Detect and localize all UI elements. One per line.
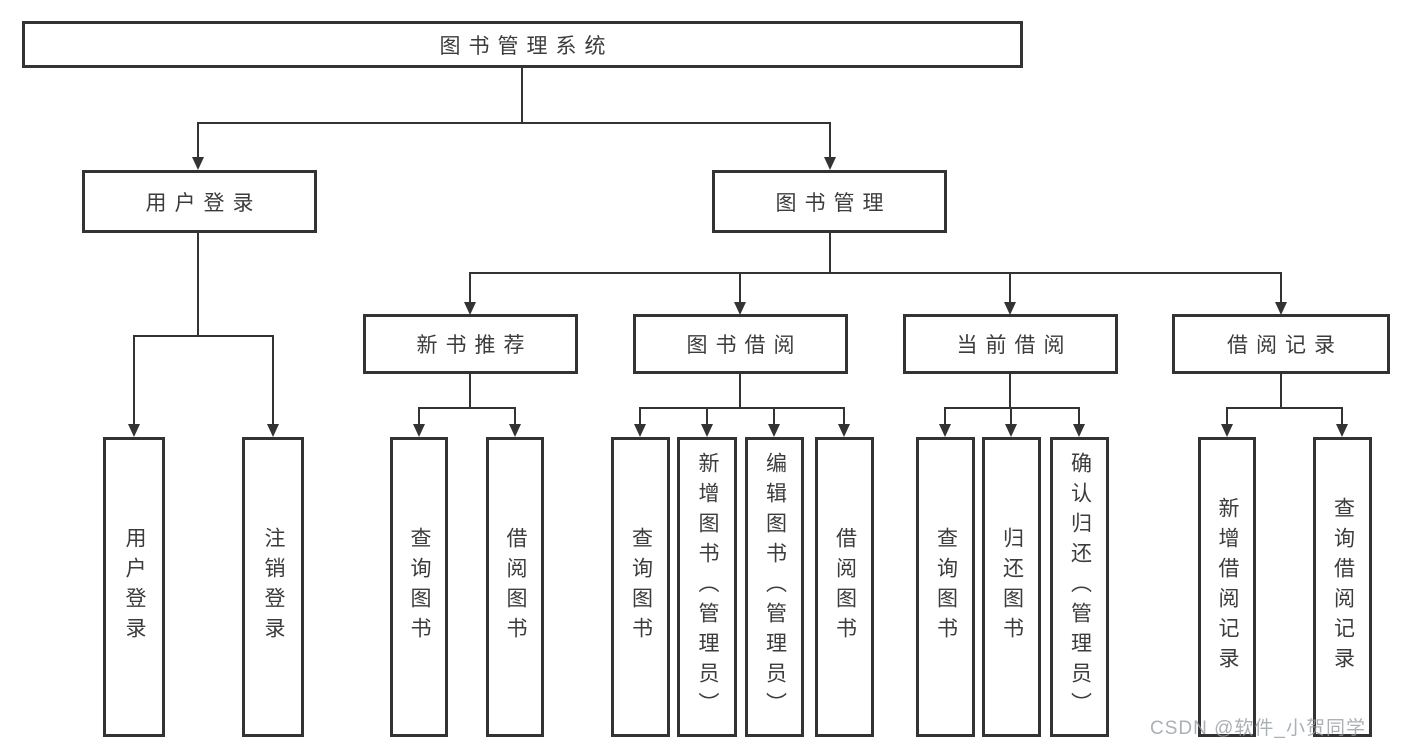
arrow-down-icon (824, 157, 836, 170)
leaf-label: 查询图书 (629, 527, 653, 647)
arrow-down-icon (1275, 302, 1287, 315)
connector-rail (1226, 407, 1343, 409)
leaf-add-books-admin: 新增图书（管理员） (677, 437, 737, 737)
connector-drop (739, 272, 741, 303)
connector-root-rail (198, 122, 831, 124)
connector-drop (639, 407, 641, 427)
node-book-management: 图书管理 (712, 170, 947, 233)
arrow-down-icon (634, 424, 646, 437)
leaf-label: 编辑图书（管理员） (763, 452, 787, 722)
node-library-system: 图书管理系统 (22, 21, 1023, 68)
connector-drop (197, 122, 199, 158)
arrow-down-icon (509, 424, 521, 437)
arrow-down-icon (1073, 424, 1085, 437)
node-borrowing-records: 借阅记录 (1172, 314, 1390, 374)
leaf-confirm-return-admin: 确认归还（管理员） (1050, 437, 1109, 737)
arrow-down-icon (701, 424, 713, 437)
arrow-down-icon (1004, 302, 1016, 315)
connector-drop (133, 335, 135, 425)
leaf-return-books: 归还图书 (982, 437, 1041, 737)
leaf-query-borrow-record: 查询借阅记录 (1313, 437, 1372, 737)
leaf-label: 查询借阅记录 (1331, 497, 1355, 677)
arrow-down-icon (1336, 424, 1348, 437)
node-label: 图书管理系统 (439, 34, 614, 58)
connector-rail (133, 335, 274, 337)
watermark: CSDN @软件_小贺同学 (1150, 718, 1366, 739)
connector-drop (1078, 407, 1080, 427)
connector-drop (272, 335, 274, 425)
node-label: 图书借阅 (686, 334, 803, 357)
connector-stem (1280, 371, 1282, 409)
arrow-down-icon (768, 424, 780, 437)
connector-drop (843, 407, 845, 427)
leaf-label: 注销登录 (262, 527, 285, 647)
connector-drop (514, 407, 516, 427)
arrow-down-icon (734, 302, 746, 315)
node-book-borrowing: 图书借阅 (633, 314, 848, 374)
arrow-down-icon (1005, 424, 1017, 437)
leaf-add-borrow-record: 新增借阅记录 (1198, 437, 1256, 737)
connector-drop (773, 407, 775, 427)
leaf-label: 用户登录 (123, 527, 146, 647)
connector-drop (1010, 407, 1012, 427)
leaf-logout: 注销登录 (242, 437, 304, 737)
connector-stem (1009, 371, 1011, 409)
arrow-down-icon (939, 424, 951, 437)
leaf-query-books-borrowing: 查询图书 (611, 437, 670, 737)
connector-stem (197, 230, 199, 337)
node-label: 新书推荐 (416, 334, 533, 357)
leaf-borrow-books-recommend: 借阅图书 (486, 437, 544, 737)
connector-rail (418, 407, 516, 409)
connector-stem (739, 371, 741, 409)
connector-drop (706, 407, 708, 427)
leaf-label: 归还图书 (1000, 527, 1024, 647)
connector-drop (469, 272, 471, 303)
connector-drop (1226, 407, 1228, 427)
arrow-down-icon (464, 302, 476, 315)
leaf-label: 查询图书 (408, 527, 431, 647)
arrow-down-icon (1221, 424, 1233, 437)
connector-stem (469, 371, 471, 409)
arrow-down-icon (267, 424, 279, 437)
node-current-borrowing: 当前借阅 (903, 314, 1118, 374)
connector-rail (944, 407, 1080, 409)
connector-stem (829, 230, 831, 274)
leaf-borrow-books: 借阅图书 (815, 437, 874, 737)
node-label: 图书管理 (775, 191, 892, 215)
leaf-label: 查询图书 (934, 527, 958, 647)
leaf-label: 借阅图书 (833, 527, 857, 647)
leaf-query-books-current: 查询图书 (916, 437, 975, 737)
leaf-user-login: 用户登录 (103, 437, 165, 737)
connector-drop (1341, 407, 1343, 427)
connector-drop (418, 407, 420, 427)
arrow-down-icon (192, 157, 204, 170)
connector-root-stem (521, 66, 523, 124)
leaf-label: 借阅图书 (504, 527, 527, 647)
connector-drop (829, 122, 831, 158)
leaf-edit-books-admin: 编辑图书（管理员） (745, 437, 804, 737)
leaf-label: 新增图书（管理员） (696, 452, 719, 722)
connector-drop (944, 407, 946, 427)
connector-rail (639, 407, 845, 409)
arrow-down-icon (413, 424, 425, 437)
leaf-label: 确认归还（管理员） (1068, 452, 1092, 722)
node-label: 当前借阅 (956, 334, 1073, 357)
node-label: 借阅记录 (1227, 334, 1343, 357)
node-new-book-recommend: 新书推荐 (363, 314, 578, 374)
node-user-login: 用户登录 (82, 170, 317, 233)
leaf-query-books-recommend: 查询图书 (390, 437, 448, 737)
connector-drop (1009, 272, 1011, 303)
connector-drop (1280, 272, 1282, 303)
connector-rail (470, 272, 1282, 274)
node-label: 用户登录 (145, 191, 262, 215)
leaf-label: 新增借阅记录 (1216, 497, 1239, 677)
arrow-down-icon (838, 424, 850, 437)
arrow-down-icon (128, 424, 140, 437)
